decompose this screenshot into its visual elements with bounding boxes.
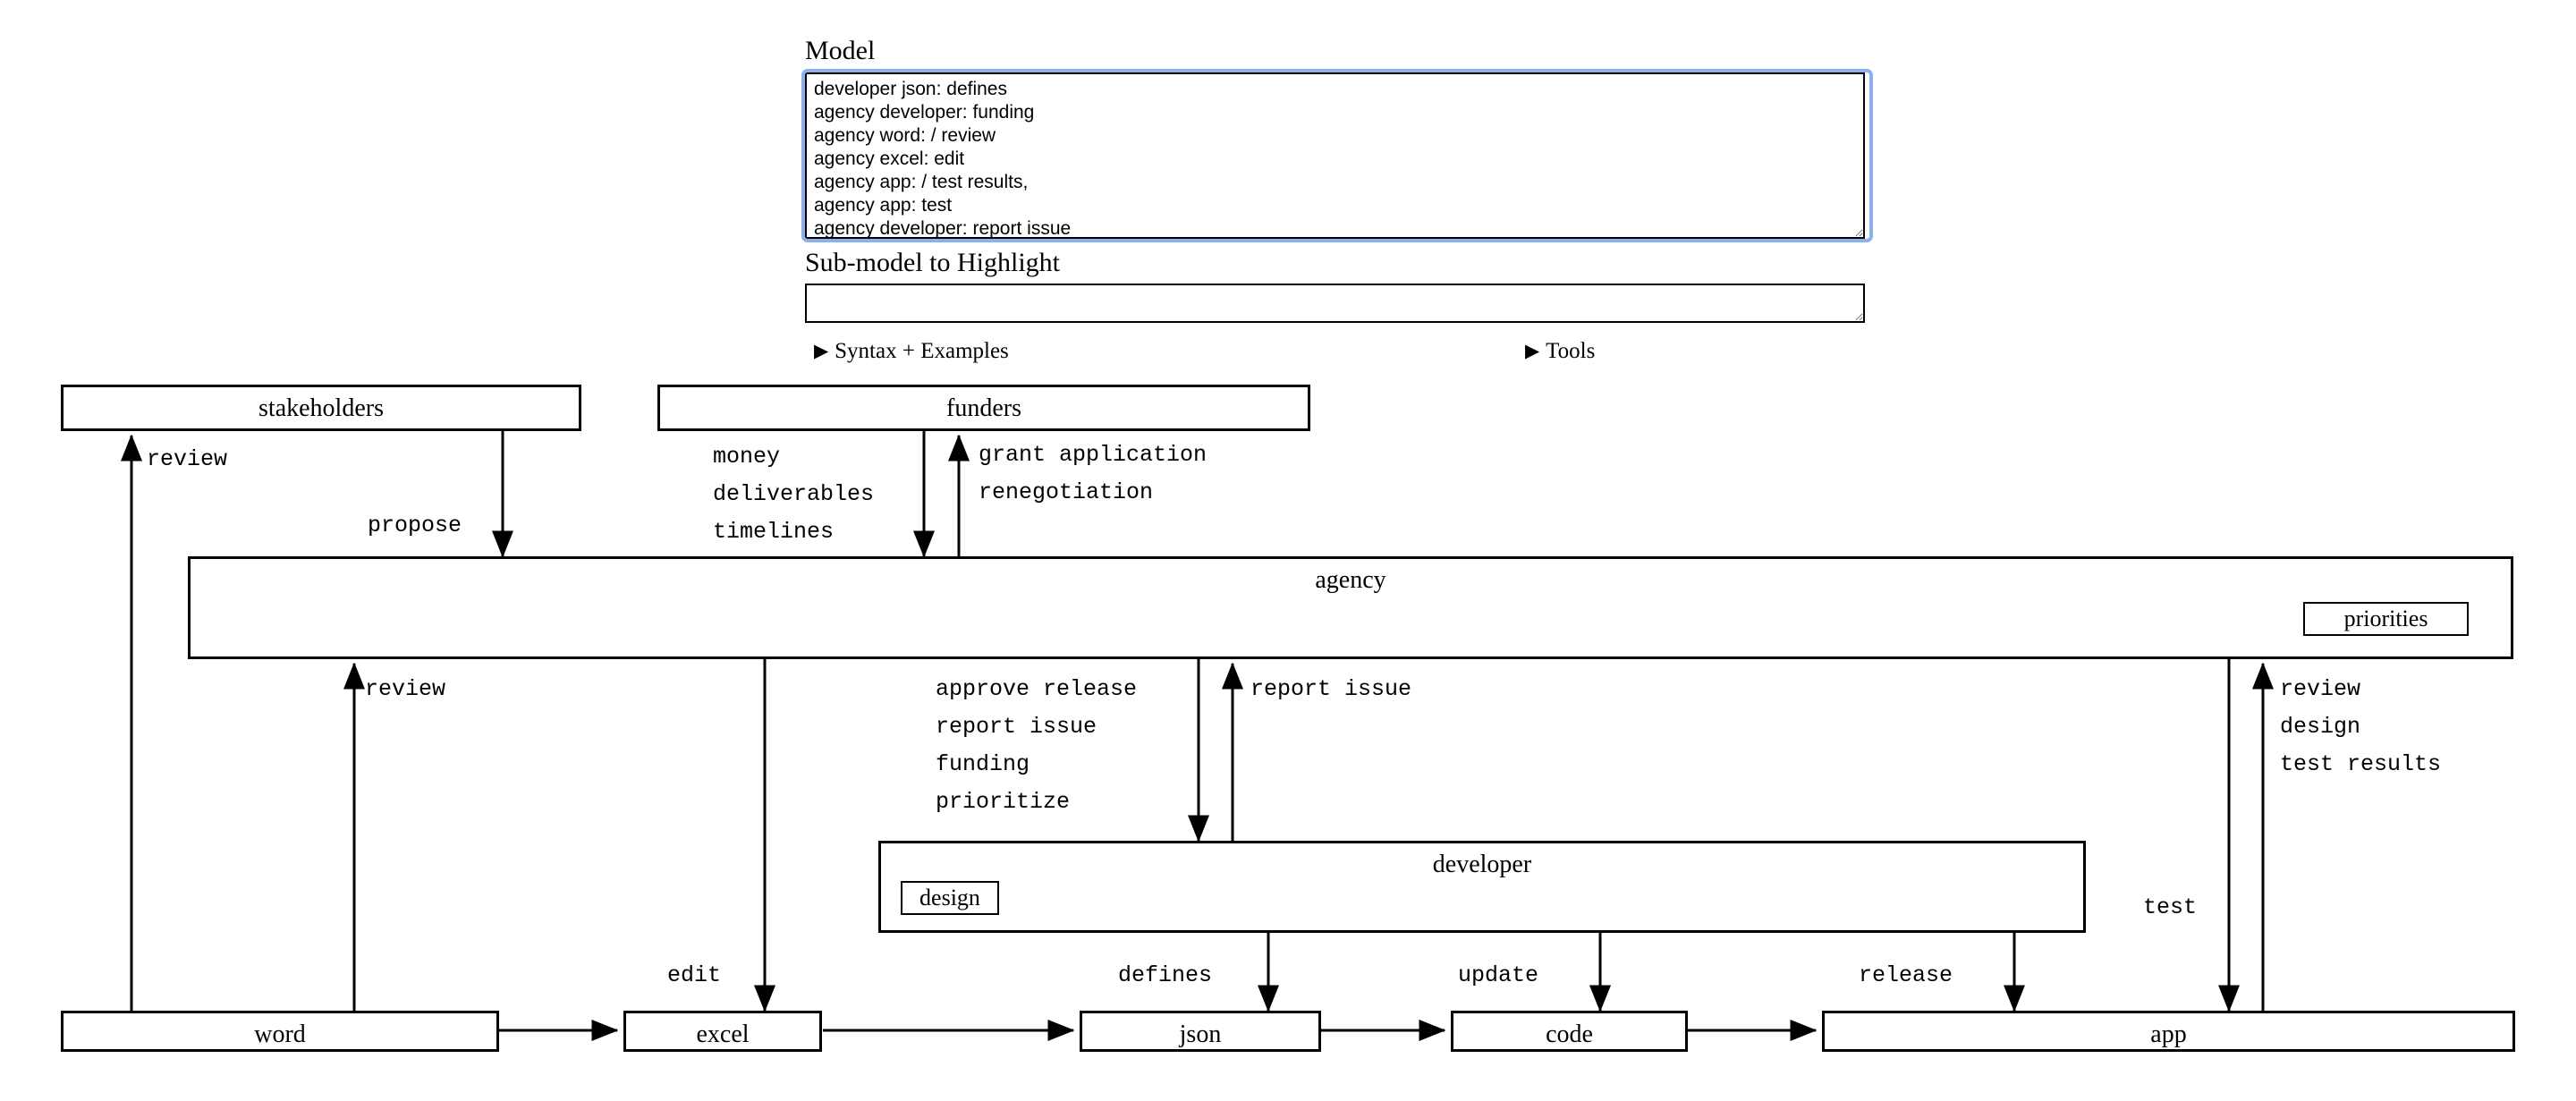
badge-priorities-label: priorities <box>2343 606 2428 631</box>
node-stakeholders-label: stakeholders <box>258 394 384 422</box>
sub-model-field-label: Sub-model to Highlight <box>805 247 1060 277</box>
node-developer-label: developer <box>1432 851 1532 878</box>
node-json[interactable]: json <box>1080 1011 1321 1052</box>
model-field-label: Model <box>805 36 876 65</box>
edge-label-edit: edit <box>667 962 722 988</box>
syntax-examples-label: Syntax + Examples <box>835 339 1009 363</box>
model-textarea-wrapper <box>801 68 1873 242</box>
badge-priorities[interactable]: priorities <box>2303 602 2469 636</box>
node-stakeholders[interactable]: stakeholders <box>61 385 581 431</box>
edge-label-approve-release-block: approve release report issue funding pri… <box>936 676 1138 815</box>
node-funders[interactable]: funders <box>657 385 1310 431</box>
edge-label-propose: propose <box>368 512 462 538</box>
badge-design[interactable]: design <box>901 881 999 915</box>
edge-label-grant-renegotiation: grant application renegotiation <box>979 442 1208 505</box>
node-json-label: json <box>1179 1021 1222 1048</box>
edge-label-review-stakeholders: review <box>147 446 228 472</box>
node-app-label: app <box>2150 1021 2187 1048</box>
edge-label-update: update <box>1458 962 1539 988</box>
edge-label-defines: defines <box>1118 962 1213 988</box>
edge-label-report-issue: report issue <box>1250 676 1412 702</box>
node-word[interactable]: word <box>61 1011 499 1052</box>
node-word-label: word <box>254 1021 306 1048</box>
node-excel-label: excel <box>696 1021 750 1048</box>
node-excel[interactable]: excel <box>623 1011 822 1052</box>
tools-disclosure[interactable]: ▶ Tools <box>1525 339 1595 364</box>
chevron-right-icon: ▶ <box>1525 340 1540 361</box>
node-funders-label: funders <box>946 394 1021 422</box>
edge-label-review-agency: review <box>365 676 446 702</box>
badge-design-label: design <box>919 885 980 910</box>
edge-label-release: release <box>1859 962 1953 988</box>
node-code-label: code <box>1546 1021 1593 1048</box>
edge-label-test: test <box>2143 894 2198 920</box>
edge-label-review-design-test-results: review design test results <box>2280 676 2442 777</box>
sub-model-textarea[interactable] <box>805 284 1865 323</box>
model-form-panel: Model Sub-model to Highlight ▶ Syntax + E… <box>801 36 1873 369</box>
chevron-right-icon: ▶ <box>814 340 829 361</box>
sub-model-textarea-wrapper <box>805 284 1869 323</box>
disclosure-row: ▶ Syntax + Examples ▶ Tools <box>805 339 1869 369</box>
edge-label-money-deliverables-timelines: money deliverables timelines <box>713 444 875 545</box>
node-agency-label: agency <box>1315 566 1386 594</box>
node-app[interactable]: app <box>1822 1011 2515 1052</box>
model-textarea[interactable] <box>805 72 1865 239</box>
node-code[interactable]: code <box>1451 1011 1688 1052</box>
node-developer[interactable]: developer design <box>878 841 2086 933</box>
tools-label: Tools <box>1546 339 1596 363</box>
node-agency[interactable]: agency priorities <box>188 556 2513 659</box>
syntax-examples-disclosure[interactable]: ▶ Syntax + Examples <box>814 339 1009 364</box>
